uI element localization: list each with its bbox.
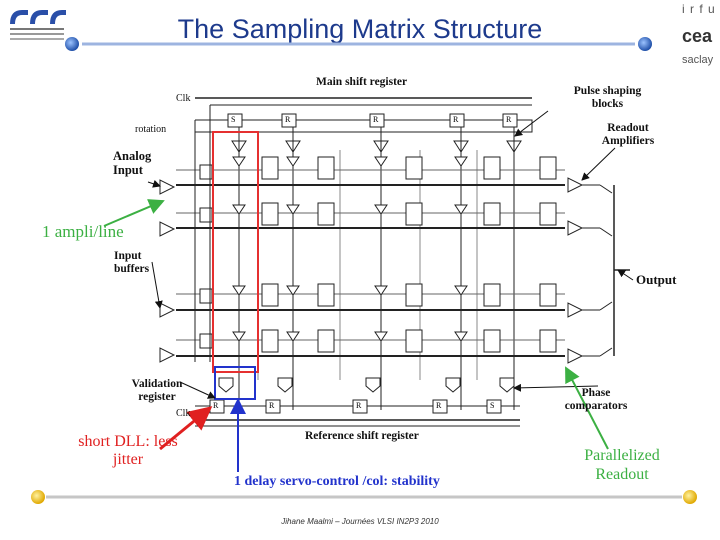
pulse-shaping-row [231, 140, 522, 153]
bottom-left-dot-icon [31, 490, 45, 504]
readout-amplifiers-label: Readout Amplifiers [601, 122, 655, 147]
circuit-diagram [159, 97, 630, 427]
slide-title: The Sampling Matrix Structure [177, 14, 543, 44]
main-shift-register-label: Main shift register [316, 76, 408, 88]
logo-right-cea: cea [682, 26, 713, 46]
reference-shift-register-cells [209, 399, 502, 414]
readout-amplifiers [567, 177, 584, 364]
validation-register-label: Validation register [131, 378, 183, 403]
validation-register-arrow [179, 381, 216, 399]
input-buffers [159, 179, 176, 363]
sampling-cells [261, 156, 557, 353]
cell-r-top-3: R [453, 115, 459, 124]
slide-footer: Jihane Maalmi – Journées VLSI IN2P3 2010 [281, 517, 439, 526]
column-lines [238, 127, 515, 410]
parallelized-readout-arrow [565, 366, 609, 450]
delay-servo-annotation: 1 delay servo-control /col: stability [234, 474, 440, 489]
label-arrows [147, 110, 634, 399]
cell-s-bottom: S [490, 401, 495, 410]
logo-right-saclay: saclay [682, 54, 714, 66]
bottom-rule [31, 490, 697, 504]
cell-amps [232, 156, 468, 342]
short-dll-annotation: short DLL: less jitter [78, 433, 178, 468]
pulse-shaping-arrow [514, 110, 549, 137]
ampli-per-line-annotation: 1 ampli/line [42, 222, 124, 241]
phase-comparators-label: Phase comparators [564, 387, 628, 412]
top-right-dot-icon [638, 37, 652, 51]
bottom-right-dot-icon [683, 490, 697, 504]
cell-s-top: S [231, 115, 236, 124]
output-switches [582, 184, 630, 357]
reference-shift-register-label: Reference shift register [305, 430, 419, 442]
input-buffers-arrow [151, 261, 163, 309]
pulse-shaping-label: Pulse shaping blocks [573, 85, 642, 110]
short-dll-arrow [159, 406, 213, 451]
ampli-per-line-arrow [103, 199, 165, 227]
cell-r-bottom-3: R [356, 401, 362, 410]
logo-right-irfu: i r f u [682, 2, 716, 16]
logo-left [6, 4, 68, 48]
top-left-dot-icon [65, 37, 79, 51]
clk-bottom-label: Clk [176, 408, 191, 419]
clk-top-label: Clk [176, 93, 191, 104]
phase-comparator-row [218, 377, 515, 393]
analog-input-label: Analog Input [113, 149, 152, 177]
phase-comparators-arrow [513, 383, 599, 392]
output-arrow [617, 269, 634, 281]
cell-r-top-4: R [506, 115, 512, 124]
cell-r-bottom-4: R [436, 401, 442, 410]
input-switch-cells [199, 164, 213, 349]
cell-r-top-1: R [285, 115, 291, 124]
output-label: Output [636, 272, 677, 287]
analog-input-arrow [147, 179, 161, 188]
cell-r-bottom-1: R [213, 401, 219, 410]
rotation-label: rotation [135, 124, 167, 135]
short-dll-highlight [212, 131, 259, 373]
row-buses [176, 184, 565, 357]
input-buffers-label: Input buffers [114, 250, 150, 275]
cell-r-bottom-2: R [269, 401, 275, 410]
row-buses-thin [176, 169, 565, 341]
cell-r-top-2: R [373, 115, 379, 124]
parallelized-readout-annotation: Parallelized Readout [584, 447, 660, 483]
top-rule [65, 37, 652, 51]
readout-amp-arrow [581, 147, 616, 181]
logo-right: i r f u cea saclay [678, 2, 720, 68]
